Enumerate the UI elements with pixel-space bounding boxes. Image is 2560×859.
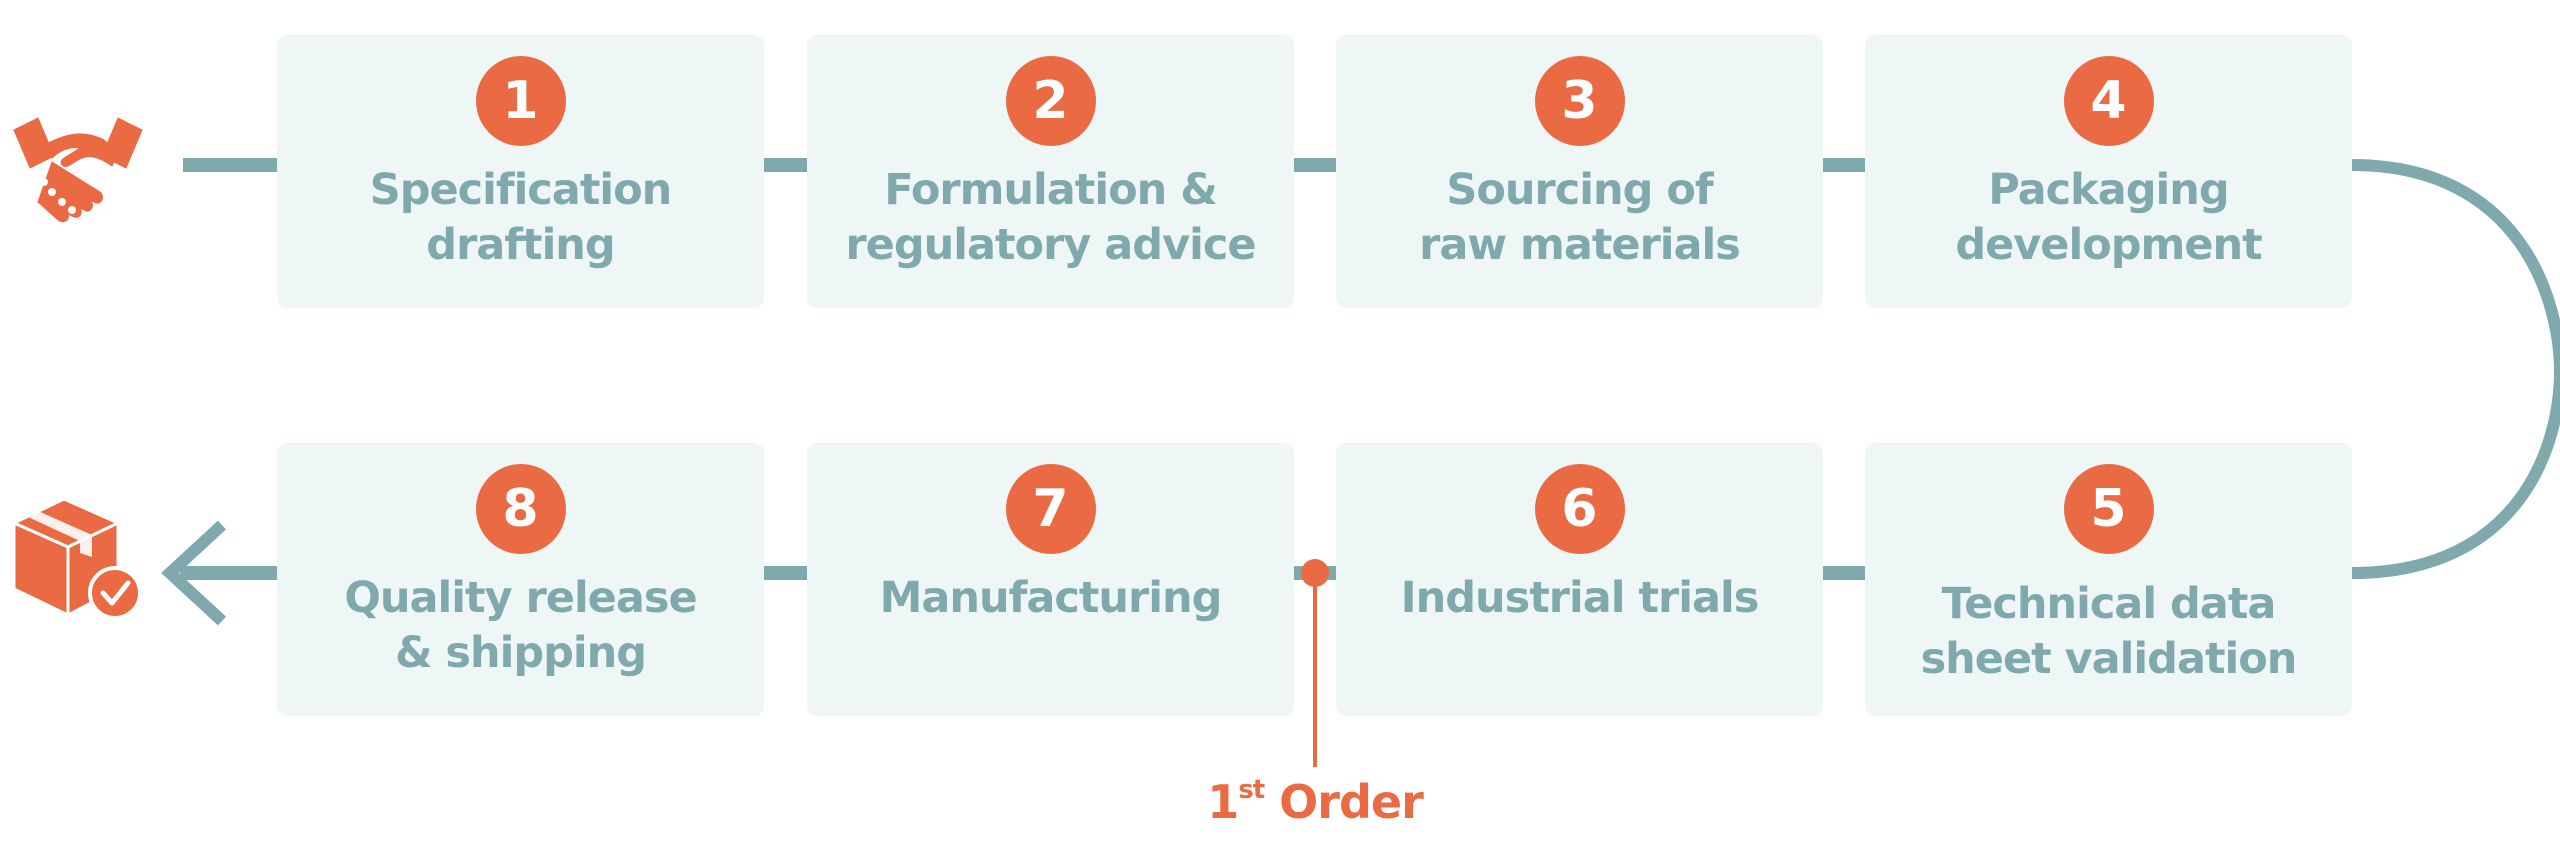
step-number-badge: 1 xyxy=(475,56,566,146)
step-card-4: 4 Packaging development xyxy=(1865,35,2352,308)
milestone-dot xyxy=(1301,559,1329,587)
milestone-text: Order xyxy=(1279,775,1424,829)
step-card-3: 3 Sourcing of raw materials xyxy=(1336,35,1823,308)
step-label-line: Quality release xyxy=(344,573,697,623)
step-label-line: sheet validation xyxy=(1920,634,2298,684)
step-card-5: 5 Technical data sheet validation xyxy=(1865,443,2352,716)
step-number-badge: 6 xyxy=(1534,464,1625,554)
step-label-line: Packaging xyxy=(1988,165,2229,215)
arrow-left-icon xyxy=(161,520,227,626)
step-label: Quality release & shipping xyxy=(277,571,764,681)
step-card-6: 6 Industrial trials xyxy=(1336,443,1823,716)
step-number-badge: 3 xyxy=(1534,56,1625,146)
step-label: Technical data sheet validation xyxy=(1865,577,2352,687)
step-label: Packaging development xyxy=(1865,163,2352,273)
step-label: Sourcing of raw materials xyxy=(1336,163,1823,273)
step-label-line: Manufacturing xyxy=(879,573,1223,623)
step-label: Manufacturing xyxy=(807,571,1294,626)
step-card-2: 2 Formulation & regulatory advice xyxy=(807,35,1294,308)
step-card-1: 1 Specification drafting xyxy=(277,35,764,308)
step-label-line: development xyxy=(1955,220,2262,270)
u-turn-connector xyxy=(2351,159,2560,579)
step-label-line: Sourcing of xyxy=(1446,165,1713,215)
step-number-badge: 8 xyxy=(475,464,566,554)
step-card-7: 7 Manufacturing xyxy=(807,443,1294,716)
step-label: Specification drafting xyxy=(277,163,764,273)
step-number-badge: 4 xyxy=(2063,56,2154,146)
step-number-badge: 2 xyxy=(1005,56,1096,146)
step-label-line: Formulation & xyxy=(884,165,1217,215)
step-label-line: drafting xyxy=(426,220,615,270)
step-label-line: Industrial trials xyxy=(1400,573,1760,623)
step-number-badge: 7 xyxy=(1005,464,1096,554)
step-label-line: raw materials xyxy=(1419,220,1741,270)
milestone-suffix: st xyxy=(1238,775,1265,805)
step-label-line: & shipping xyxy=(394,628,647,678)
step-label-line: Technical data xyxy=(1941,579,2277,629)
step-card-8: 8 Quality release & shipping xyxy=(277,443,764,716)
step-number-badge: 5 xyxy=(2063,464,2154,554)
step-label: Formulation & regulatory advice xyxy=(807,163,1294,273)
first-order-label: 1st Order xyxy=(1185,772,1445,832)
step-label-line: Specification xyxy=(369,165,673,215)
handshake-icon xyxy=(13,117,143,223)
milestone-number: 1 xyxy=(1207,775,1239,829)
step-label: Industrial trials xyxy=(1336,571,1823,626)
package-delivered-icon xyxy=(10,497,142,620)
step-label-line: regulatory advice xyxy=(845,220,1256,270)
